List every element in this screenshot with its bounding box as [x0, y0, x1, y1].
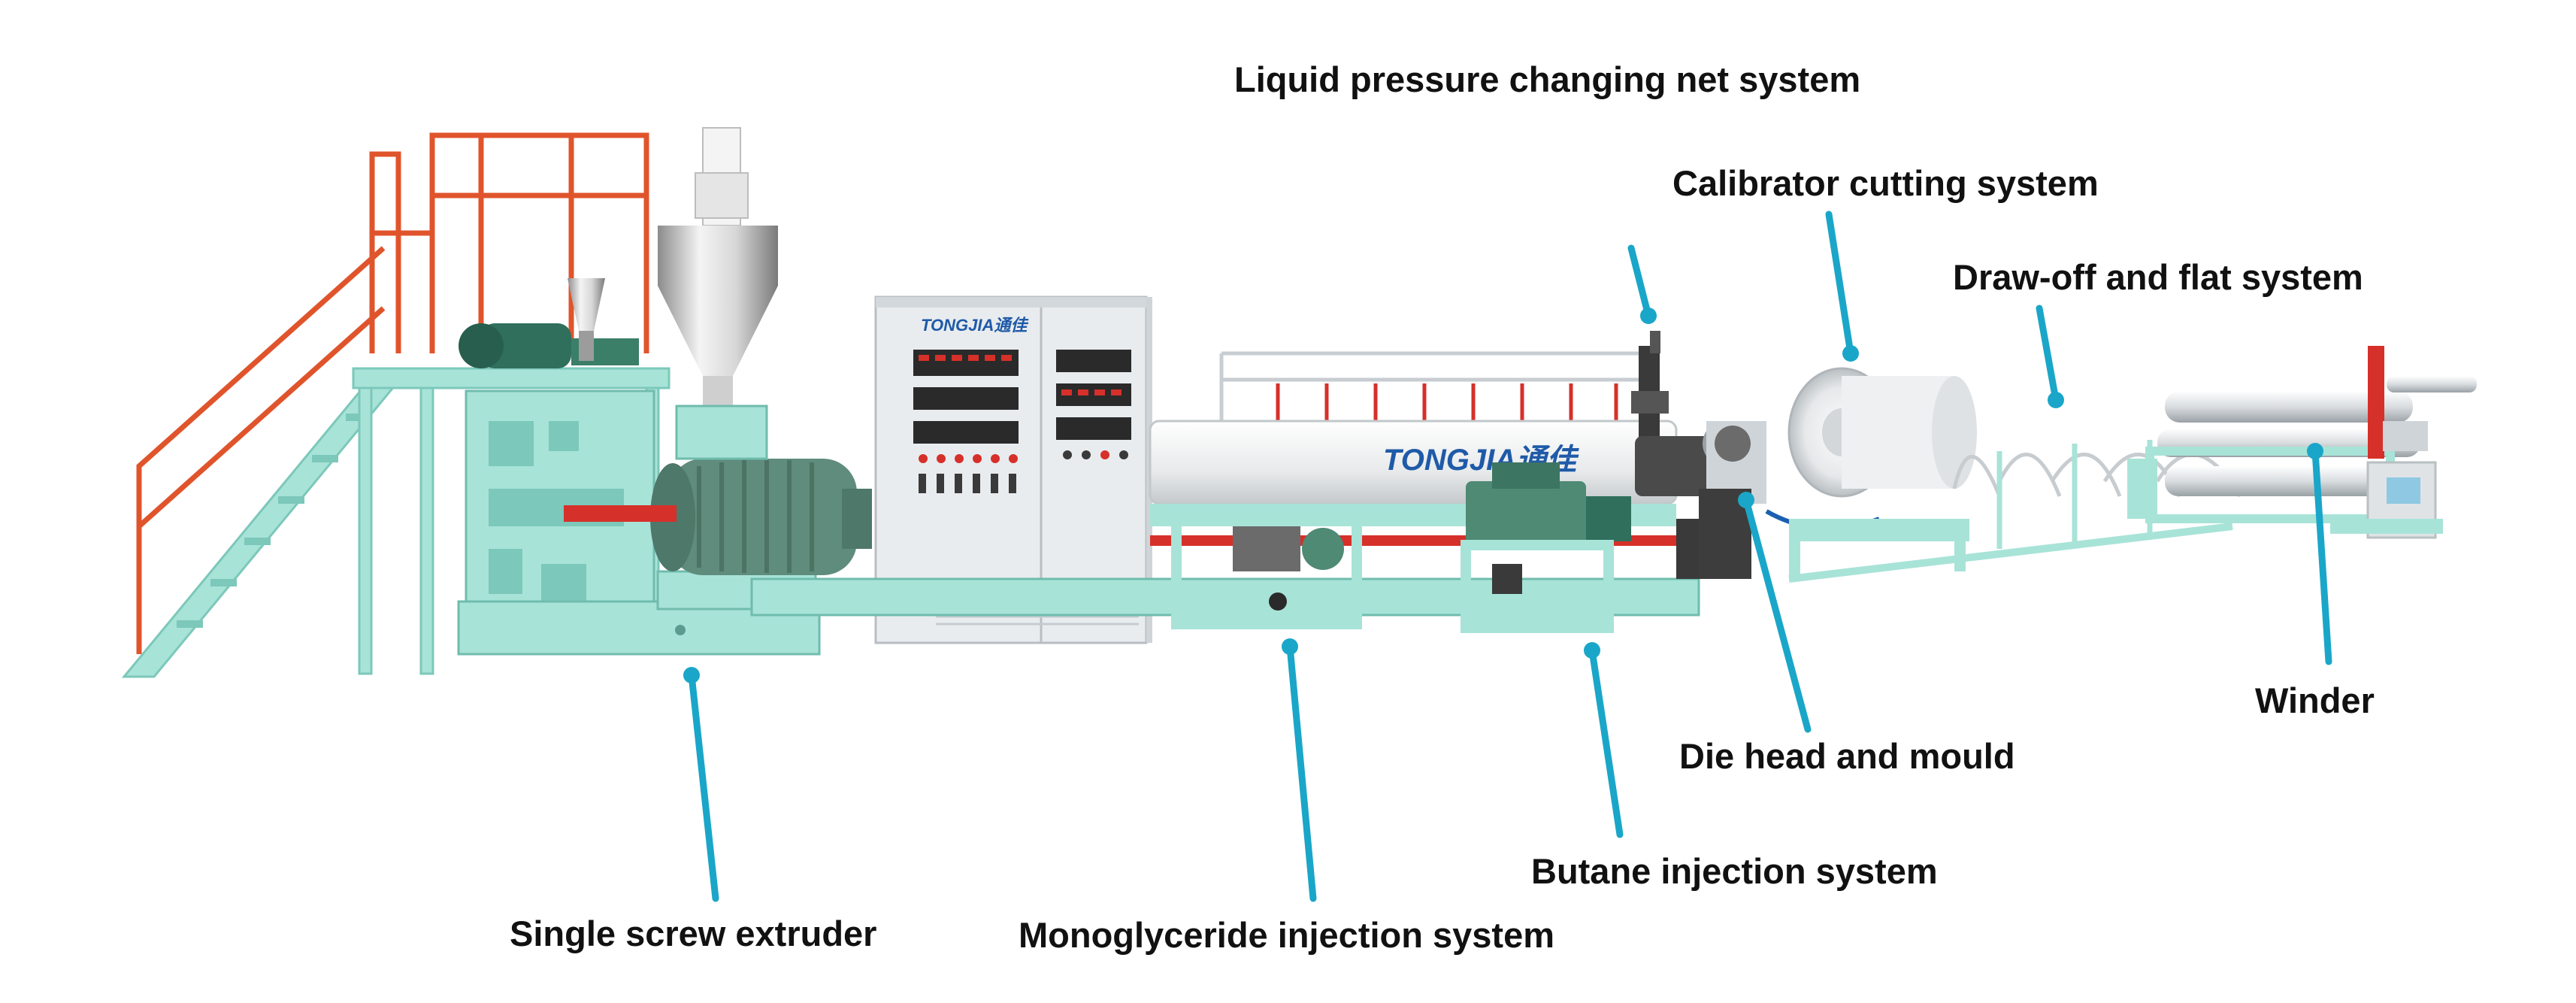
main-hopper [658, 127, 778, 421]
monoglyceride-injection-unit [1171, 506, 1362, 629]
callout-line-die-head [1742, 496, 1812, 733]
callout-dot-monoglyceride [1282, 638, 1298, 655]
callout-dot-die-head [1738, 492, 1754, 508]
callout-line-calibrator [1825, 211, 1854, 357]
callout-dots [683, 308, 2323, 683]
label-draw-off-and-flat-system: Draw-off and flat system [1953, 257, 2363, 297]
calibrator-cutting-unit [1765, 367, 1977, 579]
callout-line-butane [1588, 647, 1624, 838]
temperature-controllers-right [1056, 350, 1131, 459]
small-hopper [568, 278, 605, 361]
single-screw-extruder-machine [121, 127, 872, 678]
label-liquid-pressure-changing-net-system: Liquid pressure changing net system [1234, 59, 1860, 99]
platform-railing [136, 132, 649, 654]
platform-frame [352, 367, 670, 675]
callout-dot-calibrator [1842, 345, 1859, 362]
access-stairs [121, 371, 409, 678]
label-single-screw-extruder: Single screw extruder [510, 914, 876, 953]
callout-lines [688, 211, 2332, 902]
die-head-and-mould [1699, 421, 1766, 579]
temperature-controllers-left [913, 350, 1019, 493]
label-butane-injection-system: Butane injection system [1531, 851, 1938, 891]
cabinet-logo: TONGJIA通佳 [921, 316, 1029, 335]
label-die-head-and-mould: Die head and mould [1679, 736, 2015, 776]
feed-pipe [564, 505, 677, 522]
label-winder: Winder [2255, 680, 2375, 720]
callout-dot-single-screw [683, 667, 700, 683]
label-calibrator-cutting-system: Calibrator cutting system [1672, 163, 2099, 203]
main-electric-motor [650, 459, 872, 575]
extruder-base [457, 389, 821, 656]
winder-unit [2127, 346, 2477, 539]
callout-line-draw-off [2036, 305, 2060, 404]
callout-line-monoglyceride [1286, 643, 1317, 902]
top-gear-motor [459, 323, 639, 368]
callout-line-liquid-pressure [1627, 244, 1652, 320]
callout-dot-butane [1584, 642, 1600, 659]
gearbox-housing [675, 405, 768, 460]
callout-dot-winder [2307, 443, 2323, 459]
callout-line-winder [2311, 447, 2332, 665]
butane-injection-unit [1461, 462, 1631, 633]
callout-dot-draw-off [2048, 392, 2064, 408]
label-monoglyceride-injection-system: Monoglyceride injection system [1019, 915, 1554, 955]
callout-dot-liquid-pressure [1640, 308, 1657, 324]
callout-line-single-screw [688, 671, 719, 902]
